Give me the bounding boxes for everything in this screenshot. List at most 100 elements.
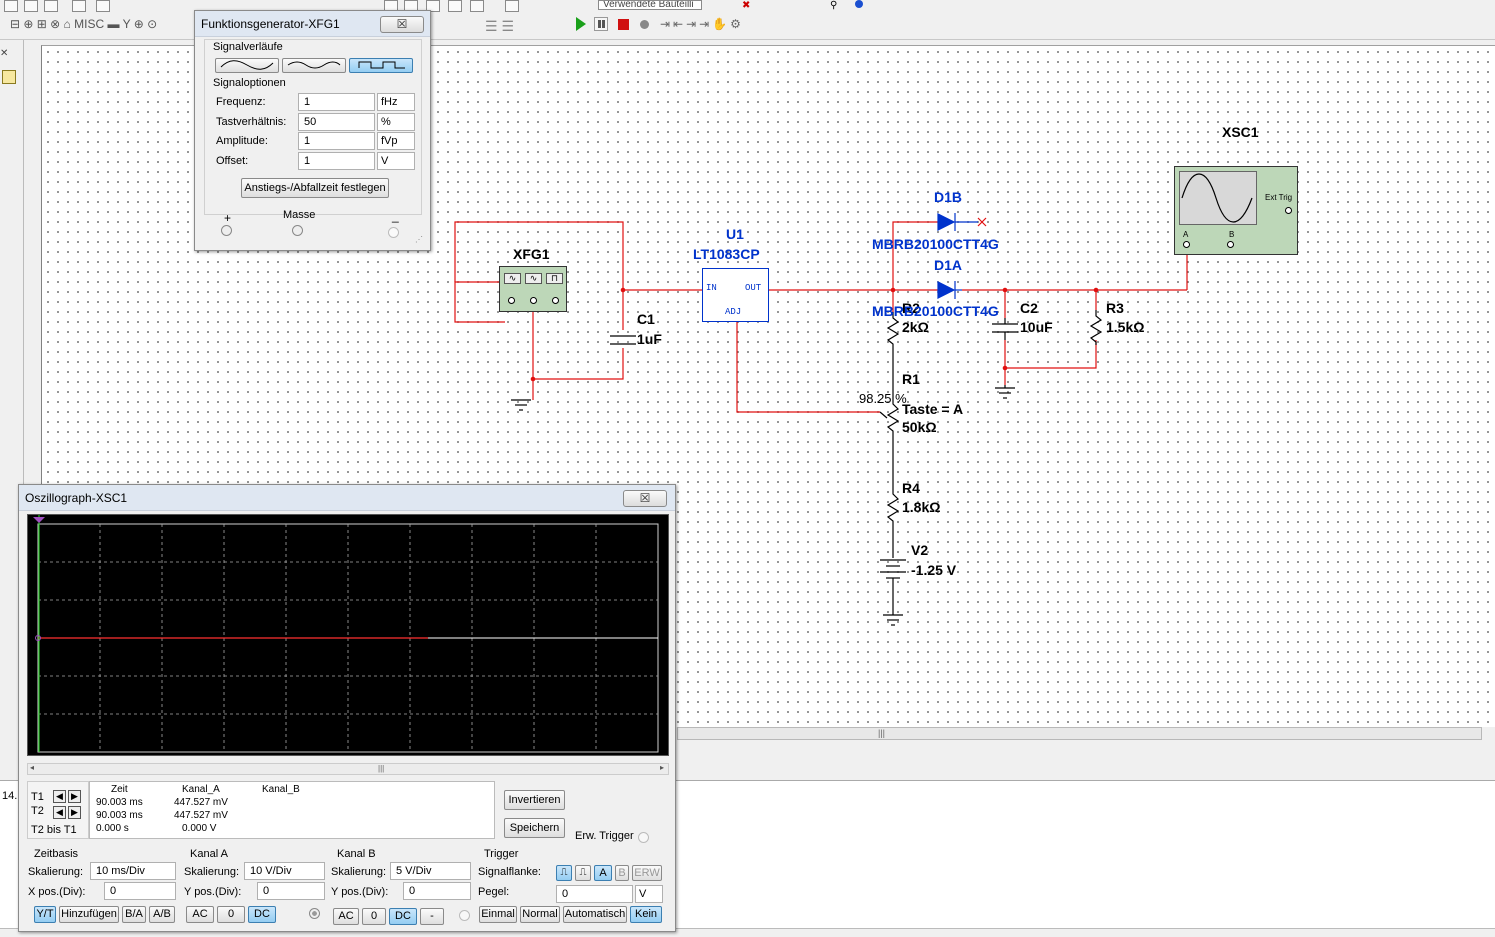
duty-cycle-input[interactable]: 50 bbox=[298, 113, 375, 131]
row-t1-time: 90.003 ms bbox=[96, 797, 143, 808]
minus-terminal[interactable] bbox=[388, 227, 399, 238]
oscilloscope-titlebar[interactable]: Oszillograph-XSC1 bbox=[19, 485, 675, 511]
terminal-ground[interactable] bbox=[530, 297, 537, 304]
plus-terminal[interactable] bbox=[221, 225, 232, 236]
close-button[interactable]: ☒ bbox=[380, 16, 424, 33]
triangle-wave-button[interactable] bbox=[282, 58, 346, 73]
canvas-horizontal-scrollbar[interactable]: ||| bbox=[677, 727, 1482, 740]
channel-a-terminal[interactable] bbox=[1183, 241, 1190, 248]
timebase-xpos-input[interactable]: 0 bbox=[104, 882, 176, 900]
toolbar-button[interactable] bbox=[426, 0, 440, 12]
invert-button[interactable]: Invertieren bbox=[504, 790, 565, 810]
trigger-source-ext[interactable]: ERW bbox=[632, 865, 662, 881]
channel-b-scale-input[interactable]: 5 V/Div bbox=[390, 862, 471, 880]
toolbar-button[interactable] bbox=[448, 0, 462, 12]
rising-edge-button[interactable]: ⎍ bbox=[556, 865, 572, 881]
xfg1-instrument[interactable]: ∿ ∿ ⊓ bbox=[499, 266, 567, 312]
stop-icon[interactable]: ✖ bbox=[742, 0, 751, 11]
channel-b-dc-button[interactable]: DC bbox=[389, 908, 417, 925]
close-icon[interactable]: ✕ bbox=[0, 48, 9, 59]
trigger-level-input[interactable]: 0 bbox=[556, 885, 633, 903]
oscilloscope-scrollbar[interactable]: ◂ ||| ▸ bbox=[27, 763, 669, 775]
ext-trigger-terminal[interactable] bbox=[638, 832, 649, 843]
toolbar-button[interactable] bbox=[96, 0, 110, 12]
channel-b-terminal[interactable] bbox=[1227, 241, 1234, 248]
schematic-canvas[interactable] bbox=[41, 45, 1495, 727]
oscilloscope-screen[interactable] bbox=[27, 514, 669, 756]
rise-fall-time-button[interactable]: Anstiegs-/Abfallzeit festlegen bbox=[241, 178, 389, 198]
trigger-auto-button[interactable]: Automatisch bbox=[563, 906, 627, 923]
falling-edge-button[interactable]: ⎍ bbox=[575, 865, 591, 881]
terminal-plus[interactable] bbox=[508, 297, 515, 304]
t1-right-arrow-icon[interactable]: ▶ bbox=[68, 790, 81, 803]
channel-b-ac-button[interactable]: AC bbox=[333, 908, 359, 925]
trigger-level-unit[interactable]: V bbox=[635, 885, 663, 903]
ba-button[interactable]: B/A bbox=[122, 906, 146, 923]
channel-b-terminal[interactable] bbox=[459, 910, 470, 921]
t1-left-arrow-icon[interactable]: ◀ bbox=[53, 790, 66, 803]
ext-trig-terminal[interactable] bbox=[1285, 207, 1292, 214]
trigger-none-button[interactable]: Kein bbox=[630, 906, 662, 923]
u1-regulator[interactable]: IN OUT ADJ bbox=[702, 268, 769, 322]
toolbar-button[interactable] bbox=[44, 0, 58, 12]
amplitude-unit-select[interactable]: fVp bbox=[377, 132, 415, 150]
trigger-level-label: Pegel: bbox=[478, 886, 510, 898]
folder-icon[interactable] bbox=[2, 70, 16, 84]
stop-simulation-icon[interactable] bbox=[618, 19, 629, 30]
ground-terminal[interactable] bbox=[292, 225, 303, 236]
add-button[interactable]: Hinzufügen bbox=[59, 906, 119, 923]
square-wave-button[interactable] bbox=[349, 58, 413, 73]
terminal-minus[interactable] bbox=[552, 297, 559, 304]
sine-wave-button[interactable] bbox=[215, 58, 279, 73]
channel-a-terminal[interactable] bbox=[309, 908, 320, 919]
toolbar-button[interactable] bbox=[72, 0, 86, 12]
list-icon[interactable]: ☰ ☰ bbox=[485, 18, 514, 34]
amplitude-input[interactable]: 1 bbox=[298, 132, 375, 150]
r3-label: R3 bbox=[1106, 300, 1124, 316]
close-button[interactable]: ☒ bbox=[623, 490, 667, 507]
yt-button[interactable]: Y/T bbox=[34, 906, 56, 923]
channel-a-dc-button[interactable]: DC bbox=[248, 906, 276, 923]
c1-value: 1uF bbox=[637, 331, 662, 347]
toolbar-button[interactable] bbox=[505, 0, 519, 12]
step-icons[interactable]: ⇥⇤⇥⇥✋⚙ bbox=[660, 17, 744, 31]
xsc1-instrument[interactable]: Ext Trig A B bbox=[1174, 166, 1298, 255]
channel-a-scale-input[interactable]: 10 V/Div bbox=[244, 862, 325, 880]
t1-label: T1 bbox=[31, 791, 44, 803]
offset-unit-select[interactable]: V bbox=[377, 152, 415, 170]
ab-button[interactable]: A/B bbox=[149, 906, 175, 923]
record-icon[interactable] bbox=[640, 20, 649, 29]
component-toolbar-icons[interactable]: ⊟ ⊕ ⊞ ⊗ ⌂ MISC ▬ Y ⊕ ⊙ bbox=[10, 17, 158, 31]
resize-grip-icon[interactable]: ⋰ bbox=[415, 235, 423, 244]
save-button[interactable]: Speichern bbox=[504, 818, 565, 838]
channel-a-ypos-input[interactable]: 0 bbox=[257, 882, 325, 900]
run-icon[interactable] bbox=[576, 17, 586, 31]
offset-input[interactable]: 1 bbox=[298, 152, 375, 170]
frequency-input[interactable]: 1 bbox=[298, 93, 375, 111]
trigger-normal-button[interactable]: Normal bbox=[520, 906, 560, 923]
function-generator-window: Funktionsgenerator-XFG1 ☒ Signalverläufe… bbox=[194, 10, 431, 251]
channel-a-zero-button[interactable]: 0 bbox=[217, 906, 245, 923]
help-icon[interactable] bbox=[855, 0, 863, 8]
toolbar-button[interactable] bbox=[470, 0, 484, 12]
frequency-unit-select[interactable]: fHz bbox=[377, 93, 415, 111]
col-channel-a: Kanal_A bbox=[182, 784, 220, 795]
pause-icon[interactable] bbox=[594, 17, 608, 31]
trigger-source-a[interactable]: A bbox=[594, 865, 612, 881]
scroll-right-icon[interactable]: ▸ bbox=[660, 763, 665, 772]
scroll-left-icon[interactable]: ◂ bbox=[30, 763, 35, 772]
trigger-single-button[interactable]: Einmal bbox=[479, 906, 517, 923]
trigger-source-b[interactable]: B bbox=[615, 865, 629, 881]
channel-b-zero-button[interactable]: 0 bbox=[362, 908, 386, 925]
channel-a-ac-button[interactable]: AC bbox=[186, 906, 214, 923]
amplitude-label: Amplitude: bbox=[216, 135, 268, 147]
t2-left-arrow-icon[interactable]: ◀ bbox=[53, 806, 66, 819]
toolbar-button[interactable] bbox=[24, 0, 38, 12]
toolbar-button[interactable] bbox=[4, 0, 18, 12]
search-icon[interactable]: ⚲ bbox=[830, 0, 838, 11]
channel-b-minus-button[interactable]: - bbox=[420, 908, 444, 925]
view-select[interactable]: Verwendete Bauteilli bbox=[598, 0, 702, 10]
channel-b-ypos-input[interactable]: 0 bbox=[403, 882, 471, 900]
timebase-scale-input[interactable]: 10 ms/Div bbox=[90, 862, 176, 880]
t2-right-arrow-icon[interactable]: ▶ bbox=[68, 806, 81, 819]
